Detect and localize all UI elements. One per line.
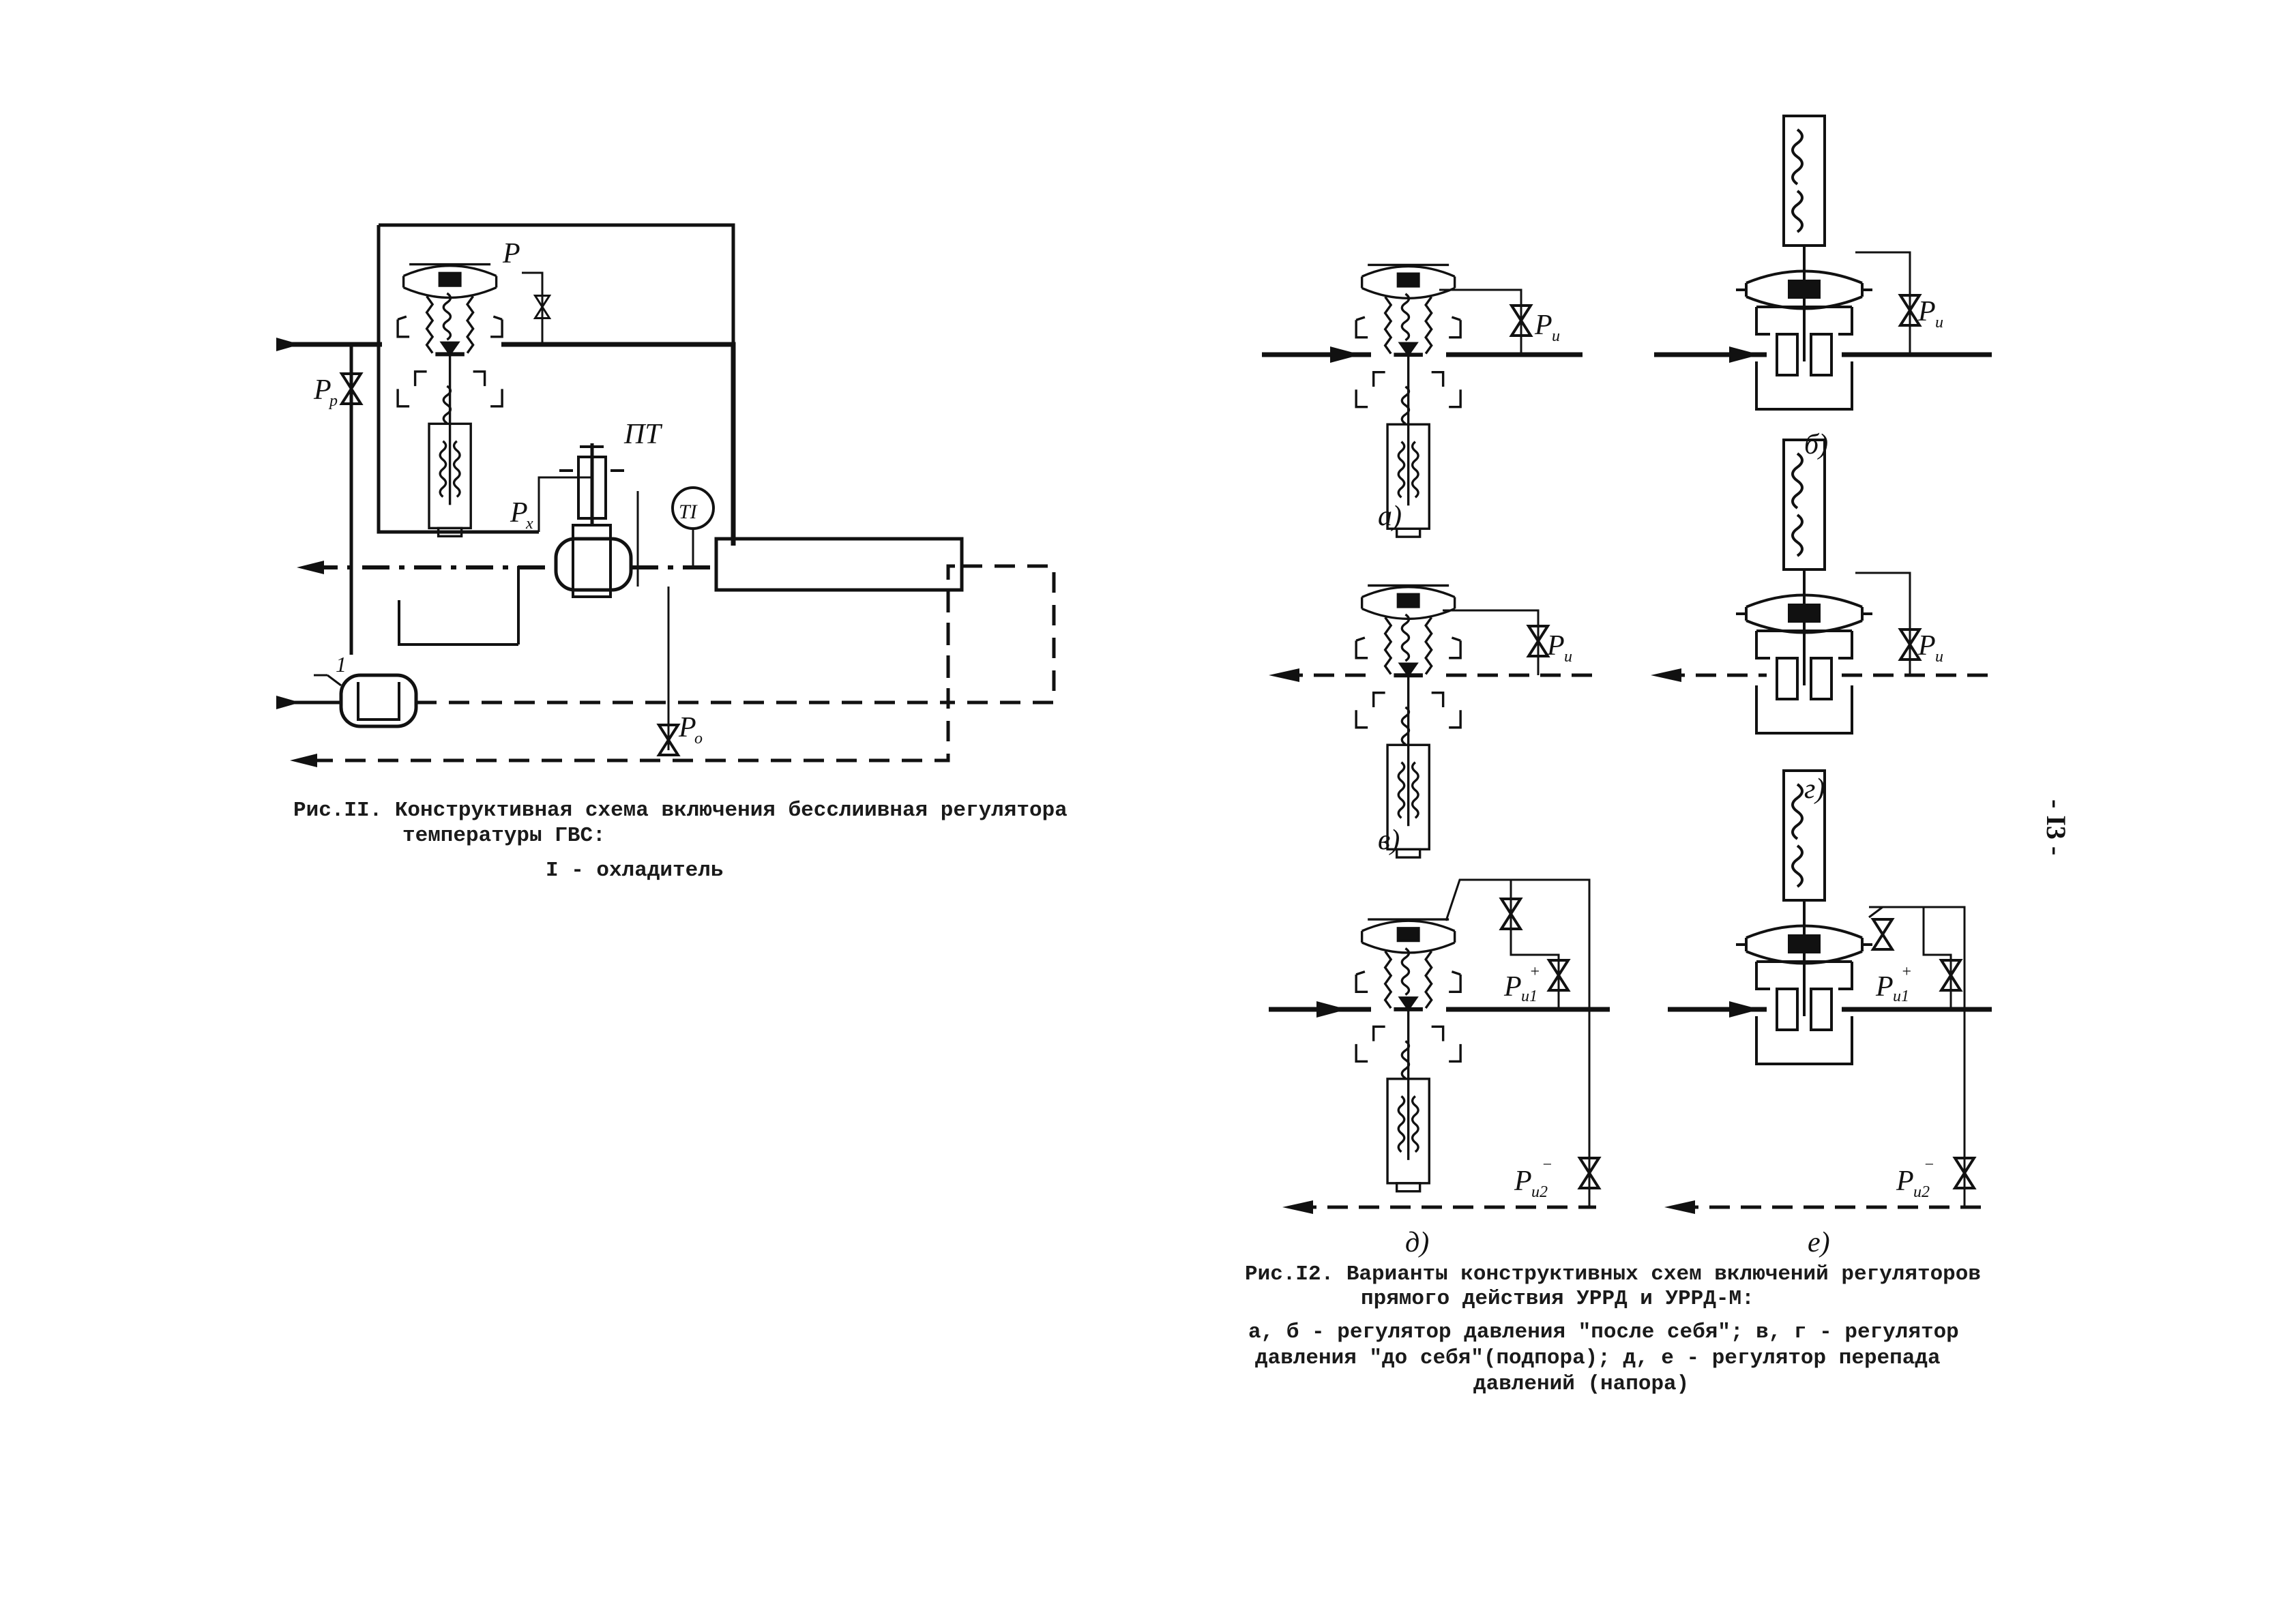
label-pi1-e-sub: и1 xyxy=(1893,988,1909,1005)
label-pi2-d-sub: и2 xyxy=(1531,1183,1548,1201)
variant-a: а) xyxy=(1378,501,1402,532)
label-pi2-e-sub: и2 xyxy=(1913,1183,1930,1201)
variant-b: б) xyxy=(1804,429,1828,460)
variant-d: д) xyxy=(1405,1227,1429,1258)
fig12-labels: P и P и P и P и P и1 + P и1 + P и2 − P и… xyxy=(1378,296,1943,1258)
fig12-legend-line3: давлений (напора) xyxy=(1473,1372,1690,1396)
page-number: - I3 - xyxy=(2041,799,2072,856)
label-po-sub: о xyxy=(694,730,703,747)
label-ti: TI xyxy=(679,501,698,523)
label-pi-b: P xyxy=(1917,296,1936,327)
fig12-legend-line2: давления "до себя"(подпора); д, е - регу… xyxy=(1255,1346,1941,1370)
label-cooler: 1 xyxy=(336,652,347,677)
label-pi-a-sub: и xyxy=(1552,327,1560,345)
label-pi1-e: P xyxy=(1875,971,1894,1003)
label-pi-g: P xyxy=(1917,630,1936,662)
label-pt: ПТ xyxy=(623,419,662,450)
fig11-caption-line3: I - охладитель xyxy=(546,859,724,883)
fig11-caption-line1: Рис.II. Конструктивная схема включения б… xyxy=(293,799,1068,823)
label-pi2-e-sup: − xyxy=(1924,1156,1934,1174)
label-pi-v: P xyxy=(1546,630,1565,662)
label-po: P xyxy=(678,712,696,743)
label-pi2-d: P xyxy=(1514,1166,1532,1197)
label-pi1-d: P xyxy=(1503,971,1522,1003)
label-px-sub: x xyxy=(525,515,533,533)
fig11-labels: P ПТ TI P р P x P о 1 xyxy=(313,238,703,747)
label-pi2-d-sup: − xyxy=(1542,1156,1552,1174)
label-p: P xyxy=(502,238,520,269)
label-pi1-d-sub: и1 xyxy=(1521,988,1537,1005)
fig12-scheme xyxy=(1262,115,1992,1214)
variant-v: в) xyxy=(1378,825,1400,856)
label-pi1-d-sup: + xyxy=(1529,963,1540,981)
label-pi-g-sub: и xyxy=(1935,648,1943,666)
variant-e: е) xyxy=(1808,1227,1830,1258)
label-pr: P xyxy=(313,374,332,406)
fig12-caption-line2: прямого действия УРРД и УРРД-М: xyxy=(1361,1287,1754,1311)
label-pi-v-sub: и xyxy=(1564,648,1572,666)
label-pr-sub: р xyxy=(328,392,338,410)
fig11-scheme xyxy=(276,223,1056,767)
label-pi1-e-sup: + xyxy=(1901,963,1912,981)
label-px: P xyxy=(510,497,528,529)
label-pi-a: P xyxy=(1534,310,1552,341)
fig11-caption-line2: температуры ГВС: xyxy=(402,824,606,848)
fig12-legend-line1: а, б - регулятор давления "после себя"; … xyxy=(1248,1320,1959,1344)
variant-g: г) xyxy=(1804,773,1825,805)
label-pi-b-sub: и xyxy=(1935,314,1943,331)
fig12-caption-line1: Рис.I2. Варианты конструктивных схем вкл… xyxy=(1245,1262,1981,1286)
label-pi2-e: P xyxy=(1896,1166,1914,1197)
